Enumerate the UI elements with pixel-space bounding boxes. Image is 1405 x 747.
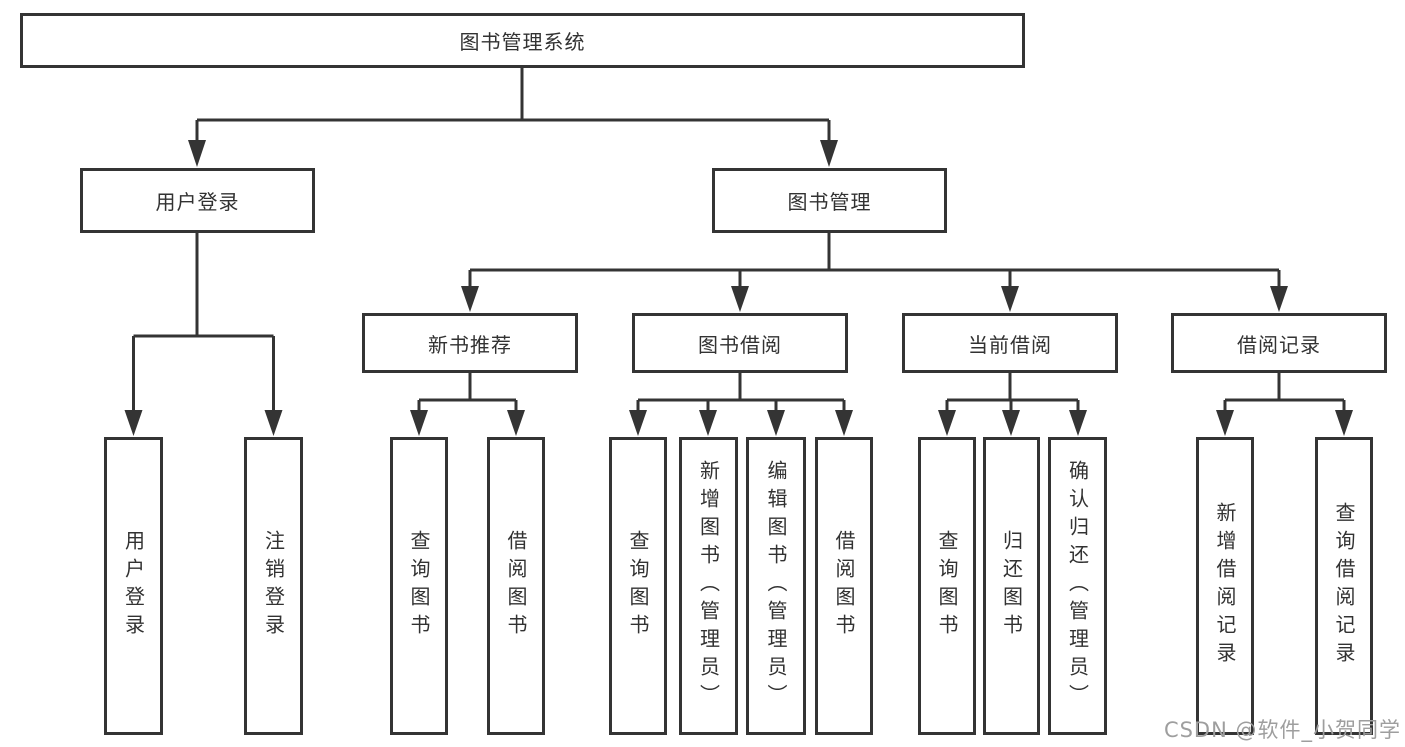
node-label: 图书管理系统 bbox=[459, 30, 586, 54]
node-leaf-query-borrow-record: 查询借阅记录 bbox=[1315, 437, 1373, 735]
node-root-system: 图书管理系统 bbox=[20, 13, 1025, 68]
node-label: 借阅记录 bbox=[1237, 332, 1321, 357]
tree-edges bbox=[132, 68, 1346, 411]
node-label: 归还图书 bbox=[999, 530, 1024, 642]
node-label: 新书推荐 bbox=[428, 332, 512, 357]
node-new-book-recommend: 新书推荐 bbox=[362, 313, 578, 373]
node-leaf-confirm-return-admin: 确认归还（管理员） bbox=[1048, 437, 1107, 735]
node-leaf-return-books: 归还图书 bbox=[983, 437, 1040, 735]
node-label: 查询图书 bbox=[407, 530, 431, 642]
node-label: 图书管理 bbox=[787, 190, 872, 214]
node-label: 注销登录 bbox=[261, 530, 286, 642]
node-user-login: 用户登录 bbox=[80, 168, 315, 233]
node-leaf-logout: 注销登录 bbox=[244, 437, 303, 735]
node-label: 编辑图书（管理员） bbox=[764, 460, 788, 712]
node-leaf-add-borrow-record: 新增借阅记录 bbox=[1196, 437, 1254, 735]
node-label: 借阅图书 bbox=[504, 530, 528, 642]
node-leaf-query-books-1: 查询图书 bbox=[390, 437, 448, 735]
node-leaf-query-books-2: 查询图书 bbox=[609, 437, 667, 735]
csdn-watermark: CSDN @软件_小贺同学 bbox=[1163, 718, 1401, 742]
node-label: 新增借阅记录 bbox=[1213, 502, 1237, 670]
node-label: 查询借阅记录 bbox=[1332, 502, 1356, 670]
node-borrow-records: 借阅记录 bbox=[1171, 313, 1387, 373]
node-label: 查询图书 bbox=[935, 530, 959, 642]
node-leaf-borrow-books-1: 借阅图书 bbox=[487, 437, 545, 735]
node-label: 当前借阅 bbox=[968, 332, 1052, 357]
node-label: 借阅图书 bbox=[832, 530, 856, 642]
node-label: 用户登录 bbox=[121, 530, 146, 642]
node-leaf-borrow-books-2: 借阅图书 bbox=[815, 437, 873, 735]
node-leaf-query-books-3: 查询图书 bbox=[918, 437, 976, 735]
node-label: 新增图书（管理员） bbox=[696, 460, 721, 712]
node-label: 查询图书 bbox=[626, 530, 650, 642]
node-leaf-user-login: 用户登录 bbox=[104, 437, 163, 735]
node-label: 确认归还（管理员） bbox=[1065, 460, 1090, 712]
node-label: 图书借阅 bbox=[698, 332, 782, 357]
node-current-borrow: 当前借阅 bbox=[902, 313, 1118, 373]
node-book-borrow: 图书借阅 bbox=[632, 313, 848, 373]
node-leaf-edit-books-admin: 编辑图书（管理员） bbox=[746, 437, 806, 735]
node-book-management: 图书管理 bbox=[712, 168, 947, 233]
node-label: 用户登录 bbox=[155, 190, 240, 214]
arrowhead-icons bbox=[124, 140, 1353, 436]
node-leaf-add-books-admin: 新增图书（管理员） bbox=[679, 437, 738, 735]
